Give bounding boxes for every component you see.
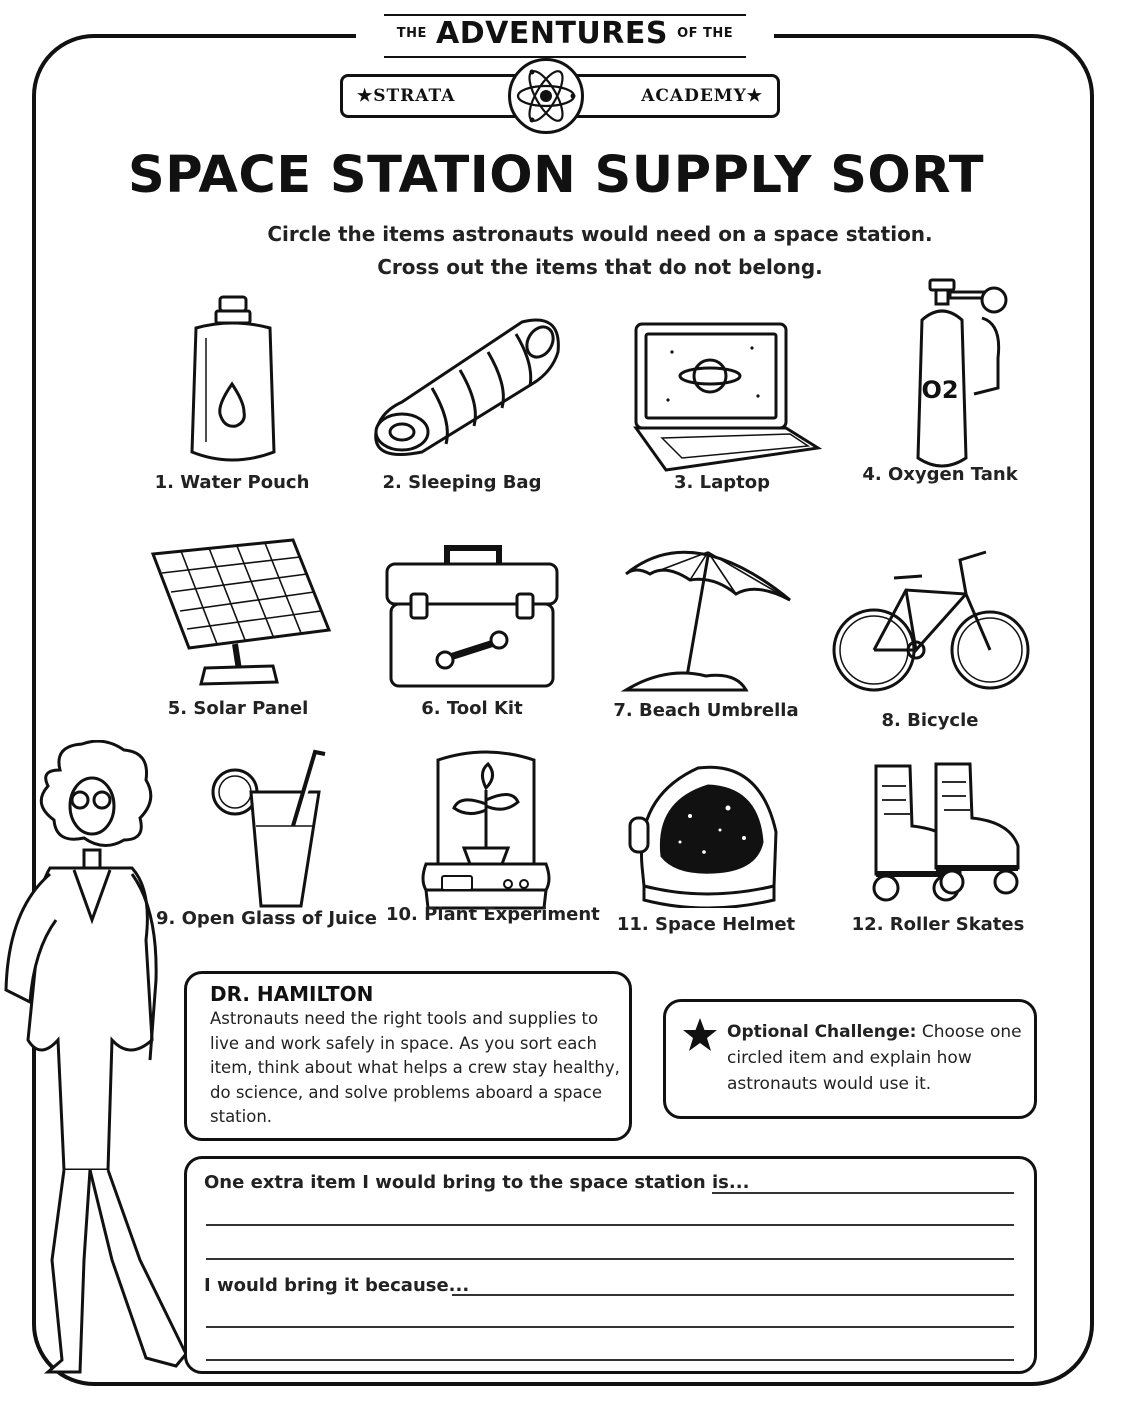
- answer-line[interactable]: [206, 1326, 1014, 1328]
- series-big: ADVENTURES: [436, 16, 668, 51]
- bicycle-icon: [832, 550, 1030, 692]
- item-water-pouch[interactable]: 1. Water Pouch: [132, 292, 332, 493]
- beach-umbrella-icon: [620, 550, 791, 692]
- dr-hamilton-name: DR. HAMILTON: [210, 982, 374, 1006]
- challenge-text: Optional Challenge: Choose one circled i…: [727, 1019, 1027, 1097]
- item-roller-skates[interactable]: 12. Roller Skates: [838, 756, 1038, 935]
- series-small-right: OF THE: [677, 26, 734, 41]
- item-sleeping-bag[interactable]: 2. Sleeping Bag: [362, 292, 562, 493]
- item-laptop[interactable]: 3. Laptop: [622, 292, 822, 493]
- school-name-left: ★STRATA: [357, 86, 456, 106]
- item-tool-kit[interactable]: 6. Tool Kit: [372, 534, 572, 719]
- writing-prompt-1: One extra item I would bring to the spac…: [204, 1172, 750, 1193]
- answer-line[interactable]: [452, 1294, 1014, 1296]
- challenge-box: [663, 999, 1037, 1119]
- item-label: 5. Solar Panel: [167, 698, 309, 719]
- laptop-icon: [633, 322, 822, 472]
- item-label: 1. Water Pouch: [154, 472, 310, 493]
- item-label: 3. Laptop: [674, 472, 770, 493]
- star-icon: [683, 1018, 717, 1051]
- juice-glass-icon: [211, 749, 326, 908]
- answer-line[interactable]: [712, 1192, 1014, 1194]
- answer-line[interactable]: [206, 1359, 1014, 1361]
- school-name-right: ACADEMY★: [641, 86, 763, 106]
- item-label: 9. Open Glass of Juice: [156, 908, 377, 929]
- item-label: 2. Sleeping Bag: [382, 472, 542, 493]
- atom-logo: [508, 58, 584, 134]
- item-juice-glass[interactable]: 9. Open Glass of Juice: [156, 746, 377, 929]
- water-pouch-icon: [190, 295, 276, 462]
- item-oxygen-tank[interactable]: O2 4. Oxygen Tank: [840, 278, 1040, 485]
- writing-prompt-2: I would bring it because...: [204, 1275, 470, 1296]
- banner-rule-top: [384, 14, 746, 16]
- item-label: 8. Bicycle: [881, 710, 979, 731]
- oxygen-tank-icon: O2: [916, 278, 1008, 468]
- tool-kit-icon: [385, 545, 559, 688]
- item-solar-panel[interactable]: 5. Solar Panel: [138, 534, 338, 719]
- item-bicycle[interactable]: 8. Bicycle: [830, 540, 1030, 731]
- answer-line[interactable]: [206, 1224, 1014, 1226]
- item-beach-umbrella[interactable]: 7. Beach Umbrella: [606, 526, 806, 721]
- answer-line[interactable]: [206, 1258, 1014, 1260]
- item-label: 12. Roller Skates: [851, 914, 1025, 935]
- item-label: 7. Beach Umbrella: [613, 700, 799, 721]
- series-small-left: THE: [396, 26, 427, 41]
- instruction-line-2: Cross out the items that do not belong.: [377, 255, 823, 279]
- roller-skates-icon: [872, 762, 1020, 902]
- oxygen-tank-text: O2: [921, 376, 958, 404]
- item-plant-experiment[interactable]: 10. Plant Experiment: [386, 744, 600, 925]
- series-banner: THE ADVENTURES OF THE: [384, 12, 746, 58]
- item-label: 4. Oxygen Tank: [862, 464, 1018, 485]
- banner-rule-bottom: [384, 56, 746, 58]
- item-label: 6. Tool Kit: [421, 698, 523, 719]
- instruction-line-1: Circle the items astronauts would need o…: [267, 222, 933, 246]
- dr-hamilton-box: [184, 971, 632, 1141]
- dr-hamilton-illustration: [4, 740, 188, 1374]
- space-helmet-icon: [628, 765, 778, 908]
- item-label: 11. Space Helmet: [616, 914, 796, 935]
- sleeping-bag-icon: [374, 318, 560, 456]
- dr-hamilton-text: Astronauts need the right tools and supp…: [210, 1009, 620, 1126]
- challenge-label: Optional Challenge:: [727, 1022, 917, 1042]
- solar-panel-icon: [150, 538, 332, 686]
- atom-icon: [516, 69, 576, 123]
- item-space-helmet[interactable]: 11. Space Helmet: [606, 756, 806, 935]
- plant-experiment-icon: [421, 750, 551, 910]
- page-title: SPACE STATION SUPPLY SORT: [128, 146, 985, 205]
- challenge-body: Choose one circled item and explain how …: [727, 1022, 1022, 1094]
- item-label: 10. Plant Experiment: [386, 904, 600, 925]
